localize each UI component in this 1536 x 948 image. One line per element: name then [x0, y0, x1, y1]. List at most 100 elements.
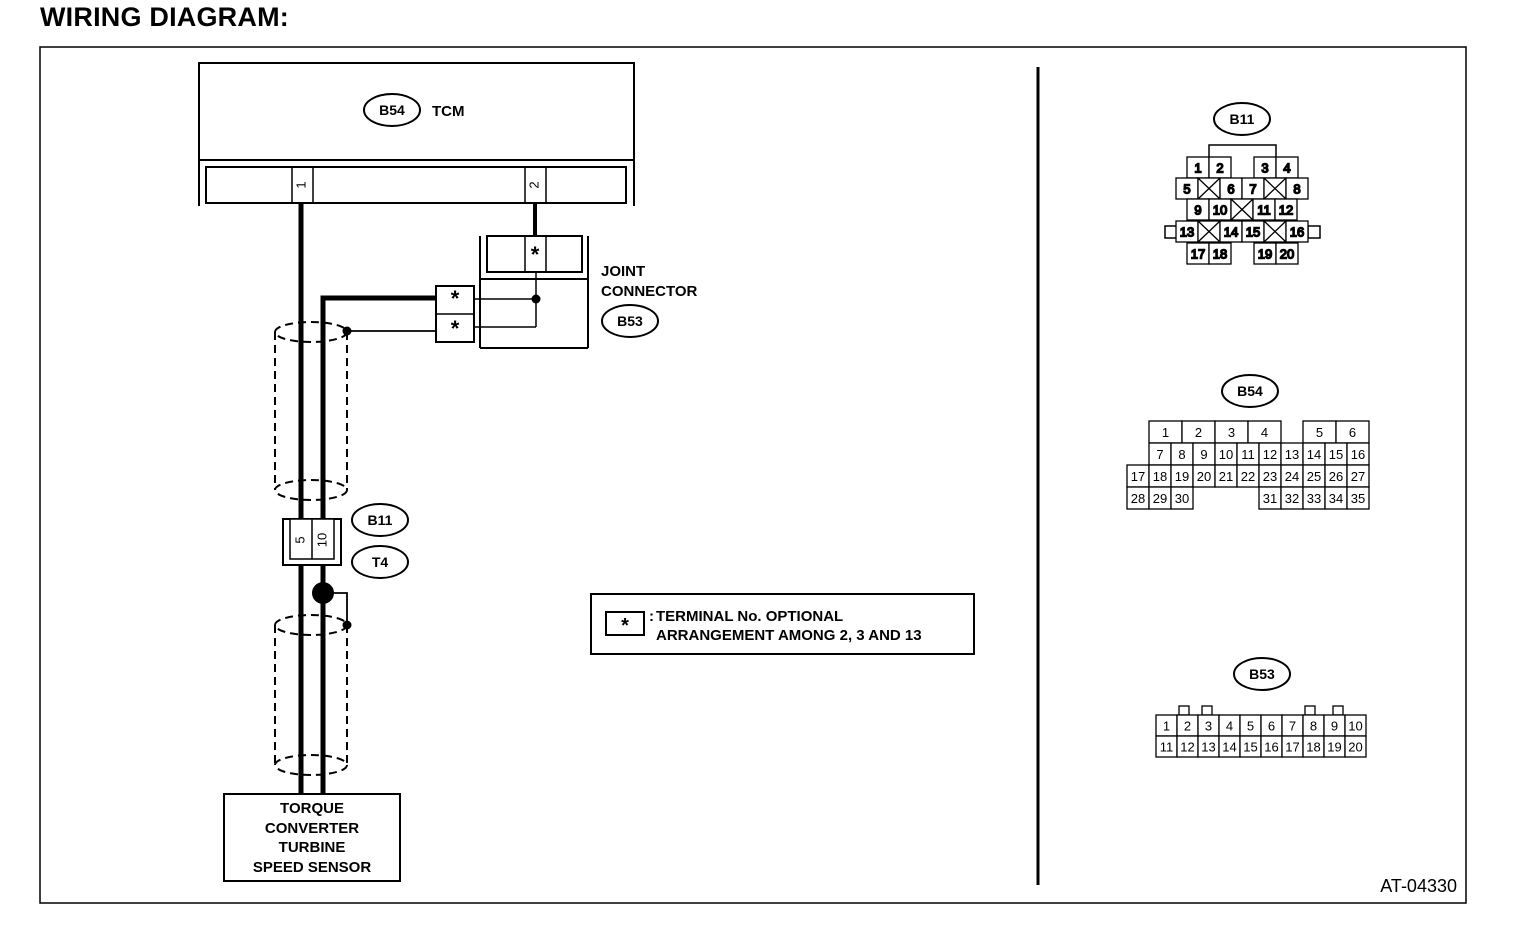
b53-pin-7-label: 7 [1289, 719, 1296, 734]
inline-connector2-code: T4 [372, 554, 389, 570]
b53-pin-20 [1344, 735, 1367, 758]
b54-pin-29-label: 29 [1153, 491, 1167, 506]
b54-pin-2-label: 2 [1195, 425, 1202, 440]
b54-pin-33-label: 33 [1307, 491, 1321, 506]
b53-pin-3-label: 3 [1205, 719, 1212, 734]
b54-pin-26-label: 26 [1329, 469, 1343, 484]
b11-view-title: B11 [1230, 111, 1255, 127]
b11-pin-r1-2-label: 3 [1261, 161, 1268, 176]
b54-pin-5-label: 5 [1316, 425, 1323, 440]
b11-pin-r5-2-label: 19 [1258, 247, 1272, 262]
b11-pin-r2-2-label: 7 [1249, 182, 1256, 197]
tcm-label: TCM [432, 103, 465, 120]
b54-pin-32-label: 32 [1285, 491, 1299, 506]
b54-pin-12-label: 12 [1263, 447, 1277, 462]
b54-pin-6-label: 6 [1349, 425, 1356, 440]
b53-pin-2-label: 2 [1184, 719, 1191, 734]
b54-pin-16-label: 16 [1351, 447, 1365, 462]
b11-pin-r4-3 [1285, 220, 1309, 243]
b53-pin-15-label: 15 [1243, 740, 1257, 755]
b54-pin-19-label: 19 [1175, 469, 1189, 484]
sensor-label-line1: TORQUE [280, 800, 344, 817]
b11-pin-r4-3-label: 16 [1290, 225, 1304, 240]
shield-ground-splice [312, 582, 334, 604]
b54-pin-17-label: 17 [1131, 469, 1145, 484]
b53-pin-19-label: 19 [1327, 740, 1341, 755]
sensor-label-line3: TURBINE [279, 839, 346, 856]
b54-pin-21-label: 21 [1219, 469, 1233, 484]
b54-pin-1-label: 1 [1162, 425, 1169, 440]
b53-view-title: B53 [1249, 666, 1275, 682]
b54-pin-3-label: 3 [1228, 425, 1235, 440]
b54-pin-7-label: 7 [1156, 447, 1163, 462]
joint-terminal-lower-mark: * [451, 316, 460, 341]
svg-text::: : [649, 608, 654, 625]
legend-mark: * [621, 615, 629, 637]
b54-pin-11-label: 11 [1241, 447, 1255, 462]
tcm-connector-badge [363, 93, 421, 127]
b53-key-2 [1304, 705, 1316, 716]
b11-pin-r4-0-label: 13 [1180, 225, 1194, 240]
b53-pin-4-label: 4 [1226, 719, 1233, 734]
b11-pin-r5-0-label: 17 [1191, 247, 1205, 262]
b11-pin-r3-1-label: 10 [1213, 203, 1227, 218]
terminal-legend: * : TERMINAL No. OPTIONAL ARRANGEMENT AM… [590, 593, 975, 655]
inline-pin-b: 10 [314, 533, 329, 547]
b53-pin-17-label: 17 [1285, 740, 1299, 755]
joint-connector: * * * JOINT CONNECTOR B53 [435, 235, 698, 349]
tcm-pin-2-label: 2 [526, 181, 541, 188]
tcm-block: 1 2 B54 TCM [198, 62, 635, 206]
tcm-connector-strip [205, 166, 627, 204]
joint-top-terminal-mark: * [531, 242, 540, 267]
joint-connector-code: B53 [617, 313, 643, 329]
b53-pin-6-label: 6 [1268, 719, 1275, 734]
b11-pin-r5-1-label: 18 [1213, 247, 1227, 262]
joint-label-line1: JOINT [601, 263, 645, 280]
figure-code: AT-04330 [1380, 876, 1457, 896]
legend-line2: ARRANGEMENT AMONG 2, 3 AND 13 [656, 627, 922, 644]
b54-pin-4-label: 4 [1261, 425, 1268, 440]
b11-pin-r3-3-label: 12 [1279, 203, 1293, 218]
harness-wires [298, 203, 537, 795]
b11-pin-r2-0-label: 5 [1183, 182, 1190, 197]
b54-pin-15-label: 15 [1329, 447, 1343, 462]
b53-key-3 [1332, 705, 1344, 716]
joint-label-line2: CONNECTOR [601, 283, 698, 300]
page-title: WIRING DIAGRAM: [40, 2, 289, 32]
inline-connector2-badge [351, 545, 409, 579]
b53-pin-18-label: 18 [1306, 740, 1320, 755]
inline-connector-b11: 5 10 B11 T4 [282, 503, 409, 579]
b54-pin-9-label: 9 [1200, 447, 1207, 462]
inline-connector-badge [351, 503, 409, 537]
b54-pin-28-label: 28 [1131, 491, 1145, 506]
b11-pin-r4-1-label: 14 [1224, 225, 1238, 240]
b53-key-1 [1201, 705, 1213, 716]
turbine-speed-sensor: TORQUE CONVERTER TURBINE SPEED SENSOR [223, 793, 401, 882]
b54-pin-10-label: 10 [1219, 447, 1233, 462]
b53-pin-1-label: 1 [1163, 719, 1170, 734]
signal-wire-2 [320, 295, 436, 795]
b53-pin-12-label: 12 [1180, 740, 1194, 755]
b54-pin-22-label: 22 [1241, 469, 1255, 484]
b53-pin-9-label: 9 [1331, 719, 1338, 734]
b11-pin-r1-1-label: 2 [1216, 161, 1223, 176]
b11-pin-r1-0-label: 1 [1194, 161, 1201, 176]
cable-shields [274, 321, 348, 776]
b54-pin-18-label: 18 [1153, 469, 1167, 484]
b11-pin-r4-2-label: 15 [1246, 225, 1260, 240]
tcm-connector-code: B54 [379, 102, 405, 118]
b54-view-title: B54 [1237, 383, 1263, 399]
b53-pin-8-label: 8 [1310, 719, 1317, 734]
b11-pin-r1-3-label: 4 [1283, 161, 1290, 176]
joint-terminal-upper-mark: * [451, 286, 460, 311]
b54-pin-25-label: 25 [1307, 469, 1321, 484]
b11-pin-r3-0-label: 9 [1194, 203, 1201, 218]
b54-pin-35-label: 35 [1351, 491, 1365, 506]
b53-pin-5-label: 5 [1247, 719, 1254, 734]
b54-pin-30 [1170, 486, 1194, 510]
b54-pin-34-label: 34 [1329, 491, 1343, 506]
b53-pin-14-label: 14 [1222, 740, 1236, 755]
b54-pin-24-label: 24 [1285, 469, 1299, 484]
b11-pin-r5-3-label: 20 [1280, 247, 1294, 262]
